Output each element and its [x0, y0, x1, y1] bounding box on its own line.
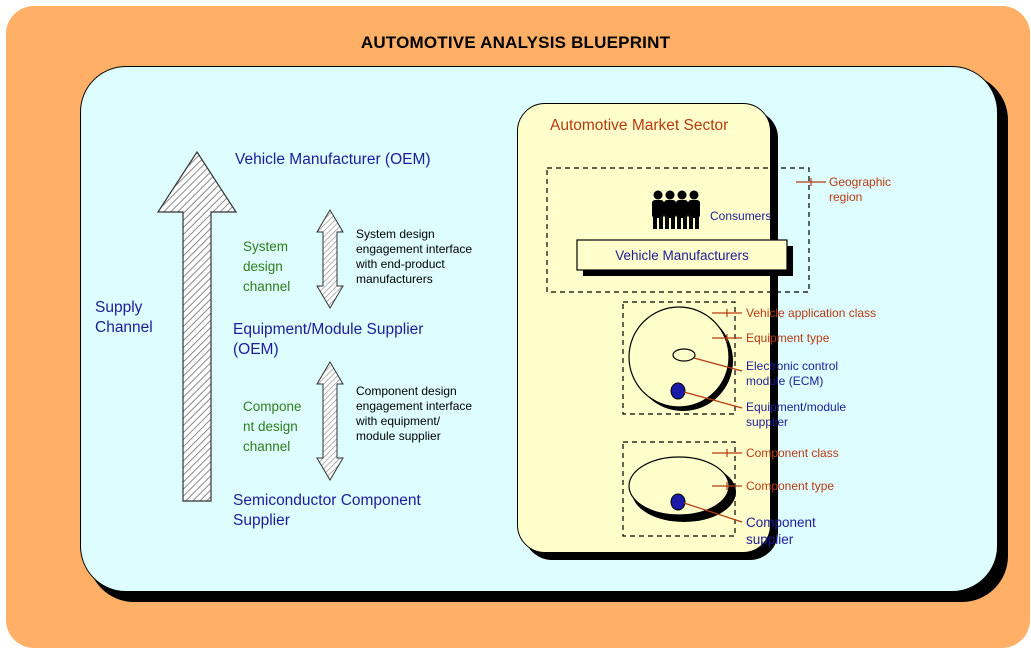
vehicle-manufacturer-label: Vehicle Manufacturer (OEM) [235, 151, 431, 168]
consumers-label: Consumers [710, 209, 772, 223]
system-channel-arrow [316, 209, 344, 309]
geographic-region-box [546, 167, 810, 293]
equipment-module-supplier-label: Equipment/module supplier [746, 400, 847, 429]
vehicle-manufacturers-label: Vehicle Manufacturers [615, 248, 749, 263]
component-supplier-dot [670, 493, 686, 511]
component-class-box [622, 441, 736, 537]
vehicle-application-box [622, 301, 736, 415]
component-supplier-label: Component supplier [746, 515, 816, 547]
system-interface-label: System design engagement interface with … [356, 227, 473, 286]
equipment-supplier-dot [670, 382, 686, 400]
semiconductor-supplier-label: Semiconductor Component Supplier [233, 492, 421, 529]
component-type-label: Component type [746, 479, 835, 493]
component-class-label: Component class [746, 446, 839, 460]
vehicle-application-class-label: Vehicle application class [746, 306, 877, 320]
component-interface-label: Component design engagement interface wi… [356, 384, 473, 443]
sector-title: Automotive Market Sector [550, 117, 729, 134]
component-channel-label: Compone nt design channel [243, 399, 302, 454]
equipment-type-label: Equipment type [746, 331, 830, 345]
supply-channel-arrow [156, 150, 238, 502]
ecm-ellipse [672, 348, 696, 362]
component-channel-arrow [316, 361, 344, 481]
geographic-region-label: Geographic region [829, 175, 892, 204]
equipment-supplier-label: Equipment/Module Supplier (OEM) [233, 321, 424, 358]
leader-lines [683, 178, 826, 523]
system-channel-label: System design channel [243, 239, 291, 294]
ecm-label: Electronic control module (ECM) [746, 359, 839, 388]
consumers-icon [652, 190, 700, 229]
vehicle-manufacturers-box [576, 239, 788, 271]
supply-channel-label: Supply Channel [95, 299, 153, 336]
diagram-title: AUTOMOTIVE ANALYSIS BLUEPRINT [360, 33, 671, 52]
